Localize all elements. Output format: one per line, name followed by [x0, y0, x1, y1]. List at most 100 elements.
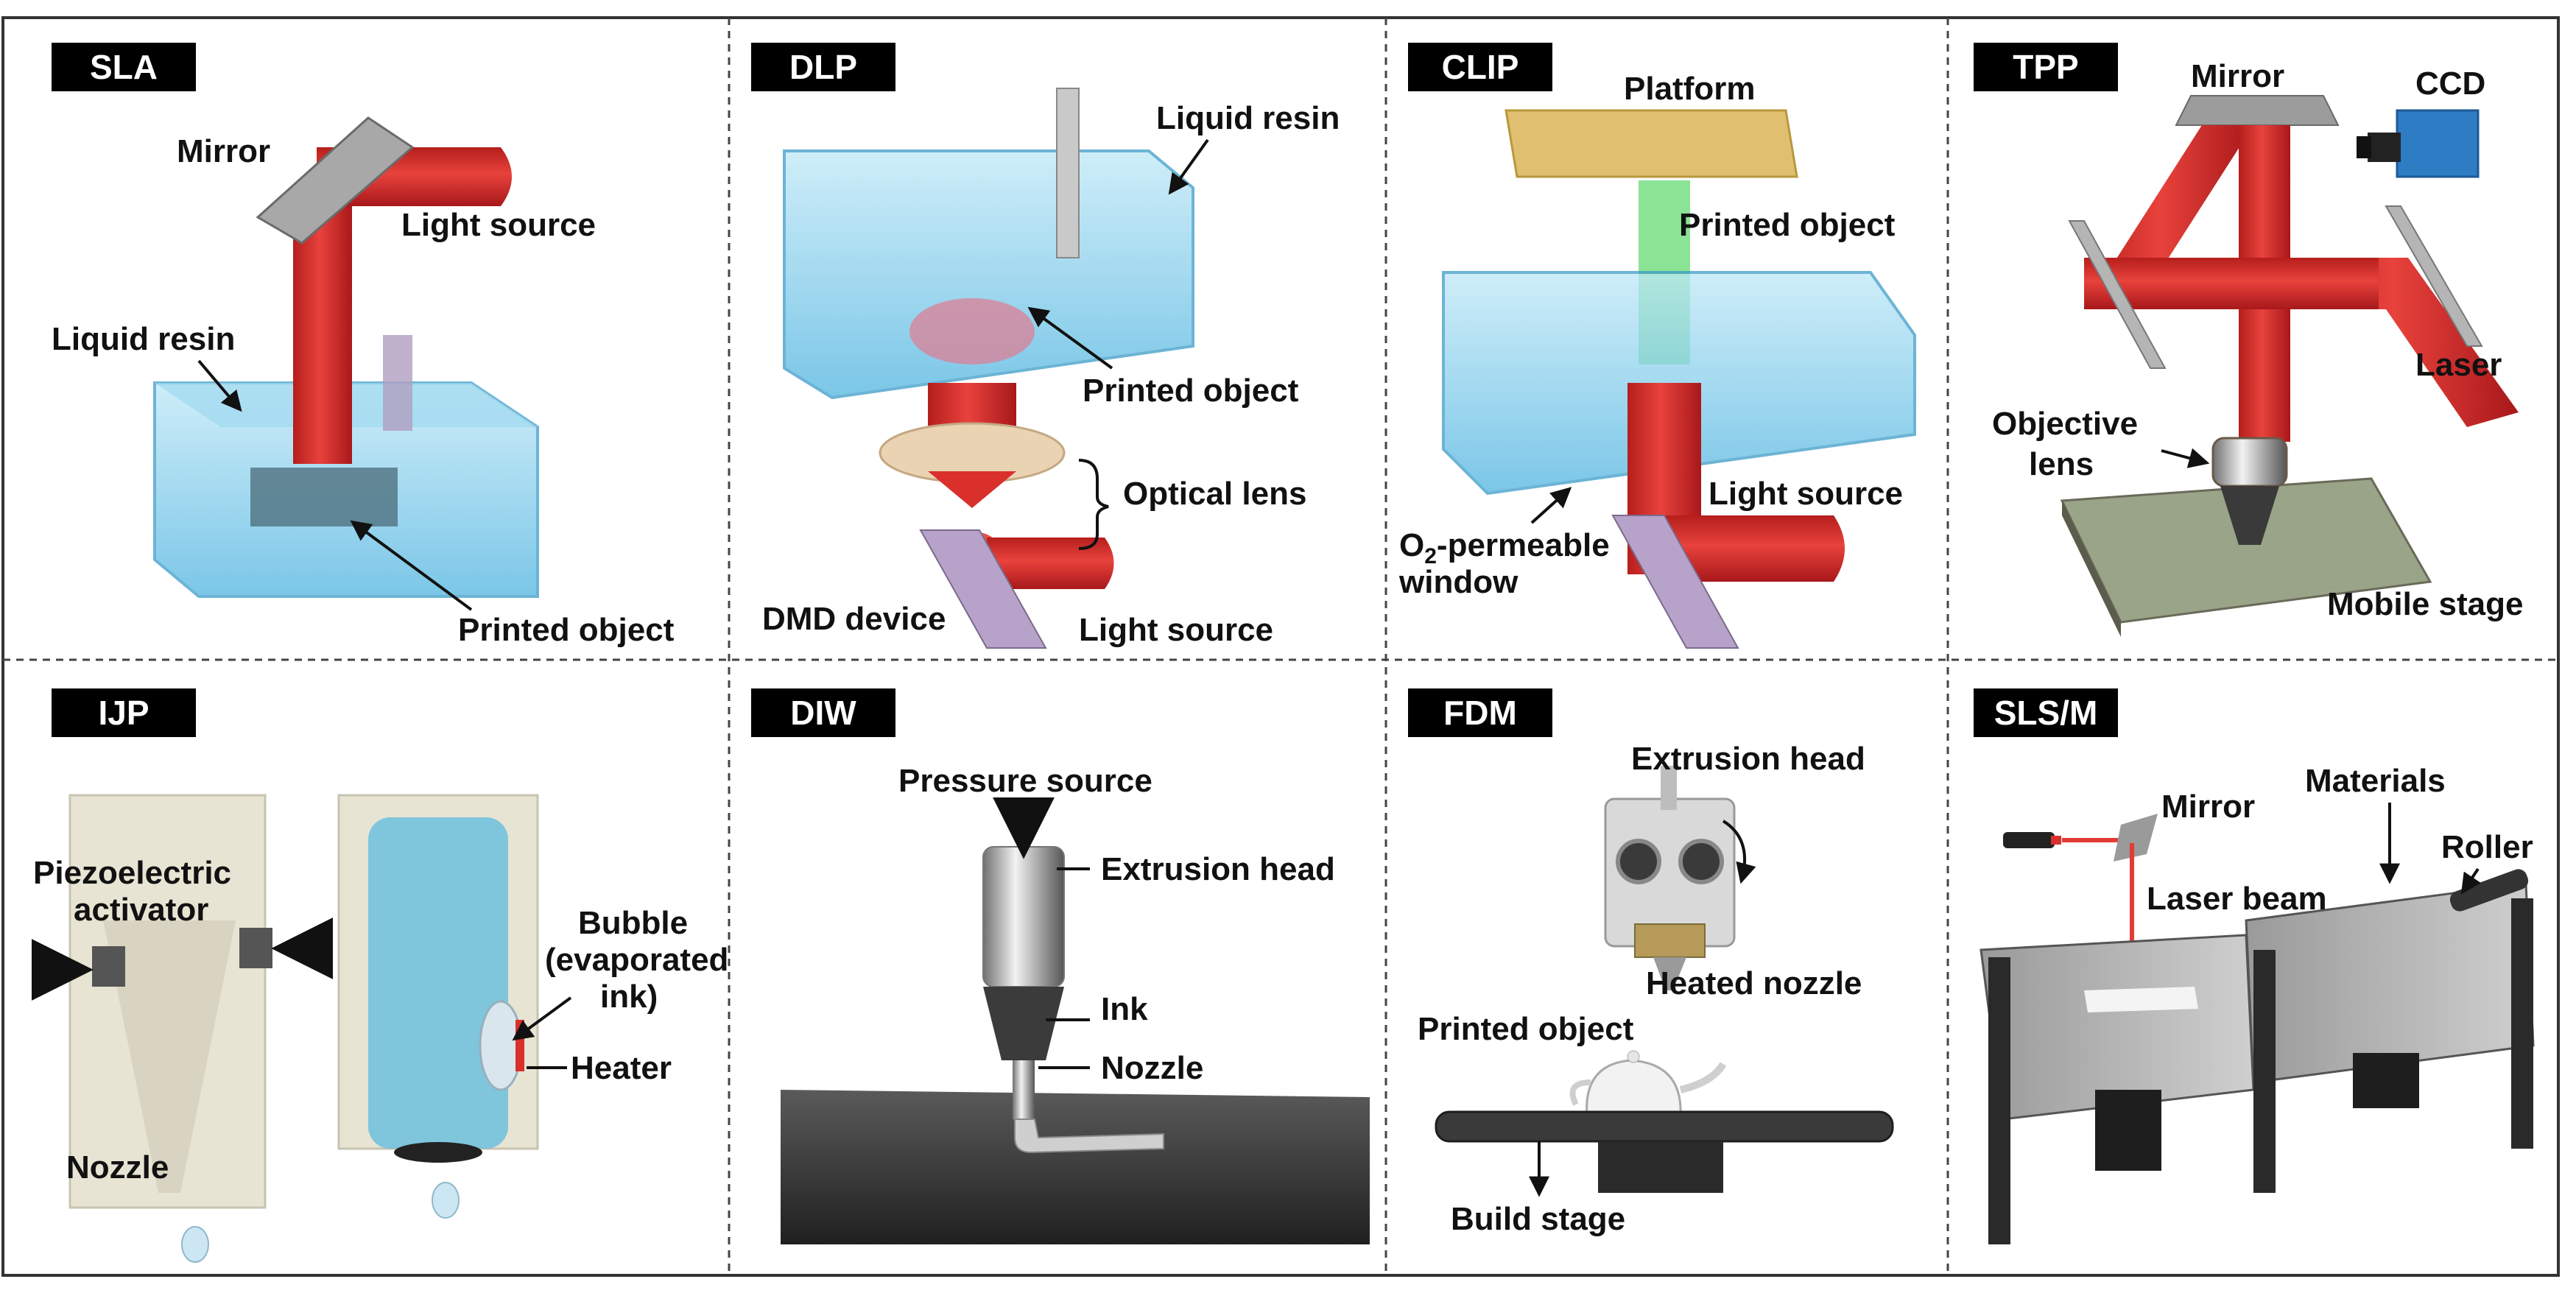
tpp-arrow-objective	[2161, 448, 2210, 468]
clip-label-printed-object: Printed object	[1679, 207, 1896, 243]
slsm-label-materials: Materials	[2305, 763, 2446, 799]
sla-arrow-object	[350, 520, 473, 611]
diw-nozzle-tip	[1013, 1060, 1035, 1119]
slsm-mid-leg	[2253, 950, 2276, 1193]
dlp-build-plate	[1056, 88, 1080, 258]
sla-printed-object	[250, 468, 398, 526]
ijp-label-bubble-line3: ink)	[600, 979, 658, 1015]
ijp-label-piezo-line2: activator	[74, 892, 208, 928]
ijp-droplet-left	[181, 1226, 209, 1263]
sla-tag-bg	[52, 43, 196, 91]
ijp-label-bubble-line2: (evaporated	[545, 942, 728, 978]
fdm-label-printed-object: Printed object	[1418, 1011, 1634, 1047]
tpp-beam-cross	[2084, 258, 2379, 309]
laser-emitter-icon	[2003, 832, 2061, 848]
dlp-printed-object	[909, 298, 1035, 364]
ccd-icon	[2357, 109, 2480, 178]
sla-label-liquid-resin: Liquid resin	[52, 321, 235, 357]
dlp-beam-cone	[928, 471, 1016, 508]
sla-label-printed-object: Printed object	[458, 612, 675, 648]
fdm-build-stage	[1435, 1110, 1894, 1143]
panel-dlp: DLP Liquid resin Printed object Optical …	[751, 43, 1340, 649]
tpp-label-mirror: Mirror	[2191, 58, 2284, 94]
tpp-label-mobile-stage: Mobile stage	[2327, 586, 2524, 622]
diw-floor	[781, 1090, 1370, 1244]
panel-slsm: SLS/M Mirror Materials Roller Laser beam	[1974, 688, 2535, 1244]
slsm-tag: SLS/M	[1994, 694, 2098, 732]
fdm-gear-right	[1678, 839, 1724, 884]
slsm-left-leg	[1988, 957, 2010, 1244]
sla-mirror	[256, 116, 415, 244]
panel-sla: SLA Mirror Light source Liquid resin Pri…	[52, 43, 675, 648]
dlp-lens-brace	[1078, 459, 1109, 550]
dlp-arrow-object	[1027, 306, 1113, 370]
diw-label-pressure-source: Pressure source	[898, 763, 1152, 799]
panel-clip: CLIP Platform Printed object Light sourc…	[1398, 43, 1916, 649]
dlp-dmd-device	[919, 529, 1047, 649]
clip-tag-bg	[1408, 43, 1552, 91]
slsm-left-piston	[2095, 1090, 2161, 1171]
slsm-right-piston	[2353, 1053, 2419, 1108]
clip-label-light-source: Light source	[1708, 476, 1903, 512]
ijp-piezo-left	[92, 946, 125, 987]
fdm-label-build-stage: Build stage	[1451, 1201, 1625, 1237]
ijp-label-nozzle: Nozzle	[66, 1149, 169, 1185]
dlp-tag: DLP	[789, 48, 857, 86]
diw-syringe-barrel	[982, 846, 1065, 987]
slsm-tag-bg	[1974, 688, 2118, 737]
clip-tag: CLIP	[1442, 48, 1519, 86]
dlp-tag-bg	[751, 43, 895, 91]
fdm-rotation-arrow	[1722, 820, 1756, 884]
fdm-label-heated-nozzle: Heated nozzle	[1646, 965, 1862, 1001]
dlp-label-light-source: Light source	[1079, 612, 1273, 648]
panel-ijp: IJP Piezoelectric activator Bubble (evap…	[31, 688, 728, 1263]
ijp-arrow-bubble	[512, 996, 572, 1041]
clip-arrow-window	[1530, 487, 1572, 524]
sla-arrow-resin	[197, 359, 242, 412]
figure-border	[1, 16, 2560, 1277]
tpp-objective-tip	[2220, 486, 2279, 545]
ijp-label-bubble-line1: Bubble	[578, 905, 688, 941]
sla-label-light-source: Light source	[401, 207, 596, 243]
tpp-objective-lens	[2211, 437, 2288, 487]
clip-label-platform: Platform	[1624, 71, 1755, 107]
teapot-icon	[1569, 1050, 1727, 1117]
clip-label-window-line1: O2-permeable	[1399, 527, 1610, 568]
dlp-label-optical-lens: Optical lens	[1123, 476, 1306, 512]
slsm-label-mirror: Mirror	[2161, 789, 2255, 825]
ijp-ink-reservoir	[368, 817, 508, 1149]
clip-platform	[1505, 109, 1798, 178]
ijp-tag-bg	[52, 688, 196, 737]
fdm-filament	[1661, 766, 1677, 810]
ijp-piezo-chamber	[103, 920, 236, 1193]
diw-tag-bg	[751, 688, 895, 737]
ijp-heater	[515, 1020, 524, 1071]
tpp-tag: TPP	[2013, 48, 2078, 86]
tpp-top-mirror	[2175, 95, 2340, 126]
fdm-tag-bg	[1408, 688, 1552, 737]
fdm-tag: FDM	[1443, 694, 1517, 732]
clip-light-source	[1664, 515, 1845, 582]
tpp-label-ccd: CCD	[2415, 66, 2485, 102]
slsm-arrow-roller	[2460, 867, 2482, 895]
fdm-gear-left	[1616, 839, 1661, 884]
dlp-label-printed-object: Printed object	[1083, 373, 1299, 409]
diw-tag: DIW	[790, 694, 856, 732]
fdm-stage-support	[1598, 1141, 1723, 1193]
slsm-mirror	[2114, 814, 2158, 862]
slsm-label-roller: Roller	[2441, 829, 2533, 865]
slsm-build-area	[2084, 987, 2198, 1012]
fdm-label-extrusion-head: Extrusion head	[1631, 741, 1865, 777]
diw-label-ink: Ink	[1101, 991, 1148, 1027]
tpp-label-objective-line1: Objective	[1992, 406, 2138, 442]
ijp-label-heater: Heater	[571, 1050, 672, 1086]
diw-syringe-taper	[983, 987, 1064, 1060]
dlp-label-dmd-device: DMD device	[762, 601, 946, 637]
panel-fdm: FDM Extrusion head Heated nozzle Printed…	[1408, 688, 1894, 1237]
ijp-label-piezo-line1: Piezoelectric	[33, 855, 231, 891]
tpp-left-mirror	[2068, 220, 2167, 369]
ijp-piezo-right	[239, 928, 272, 968]
dlp-resin-tank	[783, 149, 1194, 400]
clip-label-window-line2: window	[1398, 564, 1518, 600]
panel-tpp: TPP Mirror CCD Laser Objective lens Mobi…	[1974, 43, 2524, 637]
